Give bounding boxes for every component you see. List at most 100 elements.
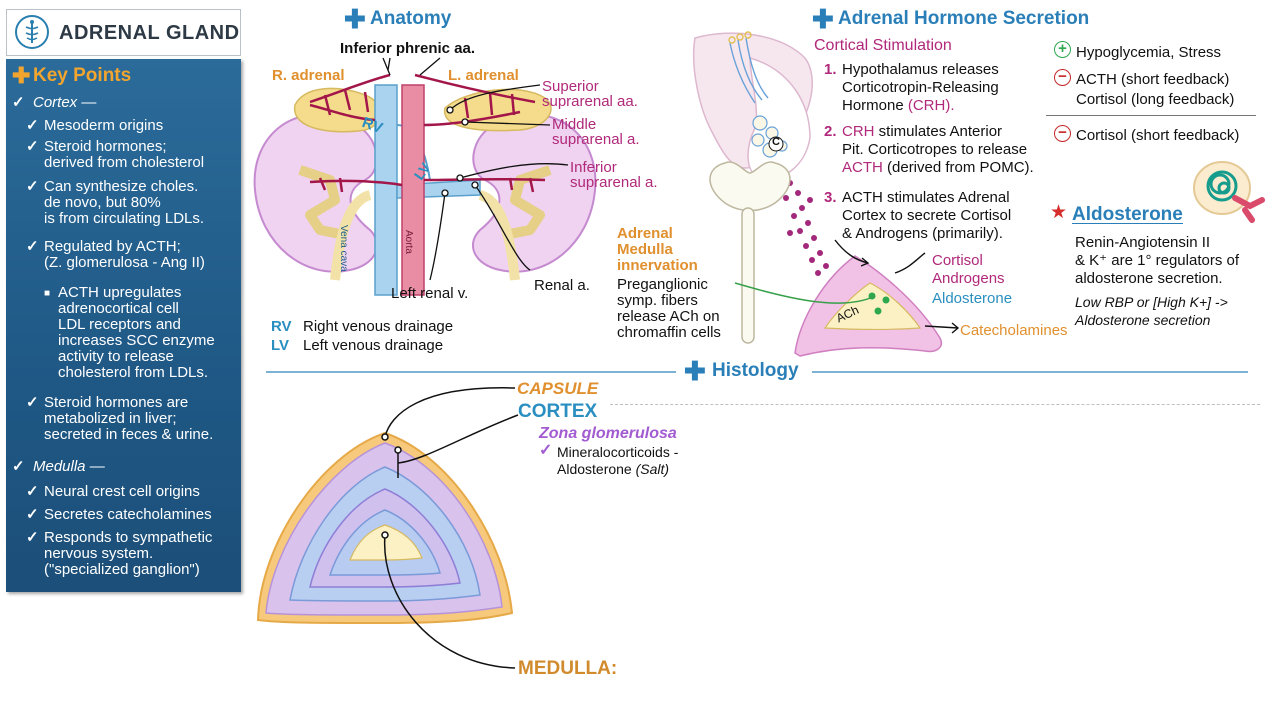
- medulla-item: Secretes catecholamines: [44, 506, 212, 523]
- mineralocorticoids-label: Mineralocorticoids -: [557, 444, 679, 460]
- preganglionic-line: Preganglionic: [617, 276, 708, 293]
- inferior-line: suprarenal a.: [570, 174, 658, 191]
- preganglionic-line: release ACh on: [617, 308, 720, 325]
- histology-header: Histology: [712, 360, 799, 381]
- preganglionic-line: chromaffin cells: [617, 324, 721, 341]
- check-icon: ✓: [26, 394, 39, 411]
- check-icon: ✓: [26, 178, 39, 195]
- cortex-item: metabolized in liver;: [44, 410, 177, 427]
- step3-line: ACTH stimulates Adrenal: [842, 189, 1010, 206]
- step3-line: Cortex to secrete Cortisol: [842, 207, 1012, 224]
- step1-line: Corticotropin-Releasing: [842, 79, 999, 96]
- bullet-icon: ■: [44, 288, 51, 299]
- check-icon: ✓: [26, 529, 39, 546]
- glomerulus-icon: [1193, 161, 1265, 223]
- legend-lv-text: Left venous drainage: [303, 337, 444, 354]
- medulla-label: Medulla —: [33, 458, 105, 475]
- medulla-item: Responds to sympathetic: [44, 529, 213, 546]
- plus-icon: ✚: [12, 63, 31, 88]
- aldosterone-line: Aldosterone secretion: [1075, 312, 1211, 328]
- medulla-item: ("specialized ganglion"): [44, 561, 200, 578]
- legend-rv-text: Right venous drainage: [303, 318, 454, 335]
- step2-line2: Pit. Corticotropes to release: [842, 141, 1028, 158]
- cortical-stimulation-label: Cortical Stimulation: [814, 37, 952, 54]
- step1-crh: (CRH).: [907, 97, 955, 114]
- cortex-item: is from circulating LDLs.: [44, 210, 205, 227]
- cortisol-short-label: Cortisol (short feedback): [1076, 127, 1240, 144]
- vena-cava: [374, 84, 398, 296]
- cortex-item: Can synthesize choles.: [44, 178, 199, 195]
- innervation-line: Medulla: [617, 241, 673, 258]
- capsule-label: CAPSULE: [517, 379, 599, 398]
- c-cell-label: C: [772, 136, 780, 148]
- minus-circle-icon: −: [1054, 69, 1071, 86]
- secretion-header: Adrenal Hormone Secretion: [838, 8, 1090, 29]
- step1-hormone: Hormone: [842, 97, 908, 114]
- hypoglycemia-label: Hypoglycemia, Stress: [1076, 44, 1222, 61]
- check-icon: ✓: [12, 458, 25, 475]
- step2-line1: CRH stimulates Anterior: [842, 123, 1002, 140]
- cortex-label: CORTEX: [518, 401, 598, 422]
- inferior-suprarenal-label: Inferior suprarenal a.: [570, 160, 658, 190]
- acth-sub: LDL receptors and: [58, 316, 181, 333]
- middle-line: Middle: [552, 116, 597, 133]
- output-aldosterone: Aldosterone: [932, 290, 1013, 307]
- cortex-item: Regulated by ACTH;: [44, 238, 181, 255]
- inferior-phrenic-label: Inferior phrenic aa.: [340, 40, 476, 57]
- check-icon: ✓: [539, 442, 553, 459]
- step1-line3: Hormone (CRH).: [842, 97, 955, 114]
- legend-lv-abbr: LV: [271, 337, 290, 354]
- cortisol-long-label: Cortisol (long feedback): [1076, 91, 1235, 108]
- cortex-item: derived from cholesterol: [44, 154, 205, 171]
- key-points-header: Key Points: [33, 65, 132, 86]
- step1-num: 1.: [824, 61, 837, 78]
- acth-feedback-label: ACTH (short feedback): [1076, 71, 1230, 88]
- aldosterone-line: & K⁺ are 1° regulators of: [1075, 252, 1239, 269]
- cortex-item: Mesoderm origins: [44, 117, 164, 134]
- anatomy-diagram: [253, 57, 597, 296]
- histology-diagram: [256, 387, 519, 669]
- cortex-item: Steroid hormones are: [44, 394, 189, 411]
- step2-text: (derived from POMC).: [882, 159, 1034, 176]
- preganglionic-label: Preganglionic symp. fibers release ACh o…: [617, 277, 721, 341]
- legend-rv-abbr: RV: [271, 318, 292, 335]
- output-cortisol: Cortisol: [932, 252, 983, 269]
- medulla-item: nervous system.: [44, 545, 154, 562]
- inferior-line: Inferior: [570, 159, 617, 176]
- cortex-item: de novo, but 80%: [44, 194, 161, 211]
- secretion-diagram: [692, 31, 960, 357]
- acth-sub: activity to release: [58, 348, 174, 365]
- minus-circle-icon: −: [1054, 125, 1071, 142]
- cortex-label: Cortex —: [33, 94, 97, 111]
- zona-glomerulosa-label: Zona glomerulosa: [539, 425, 677, 442]
- histology-rule-left: [266, 371, 676, 373]
- preganglionic-line: symp. fibers: [617, 292, 698, 309]
- innervation-line: Adrenal: [617, 225, 673, 242]
- acth-sub: increases SCC enzyme: [58, 332, 215, 349]
- check-icon: ✓: [26, 138, 39, 155]
- plus-icon: ✚: [344, 4, 366, 34]
- aldosterone-salt-label: Aldosterone (Salt): [557, 461, 669, 478]
- superior-line: Superior: [542, 78, 599, 95]
- acth-sub: cholesterol from LDLs.: [58, 364, 209, 381]
- plus-icon: ✚: [684, 356, 706, 386]
- check-icon: ✓: [26, 483, 39, 500]
- check-icon: ✓: [26, 506, 39, 523]
- middle-suprarenal-label: Middle suprarenal a.: [552, 117, 640, 147]
- star-icon: ★: [1050, 202, 1068, 223]
- page-title: ADRENAL GLAND: [59, 22, 240, 44]
- step2-crh: CRH: [842, 123, 875, 140]
- acth-sub: ACTH upregulates: [58, 284, 182, 301]
- check-icon: ✓: [26, 117, 39, 134]
- plus-circle-icon: +: [1054, 41, 1071, 58]
- catecholamines-label: Catecholamines: [960, 322, 1068, 339]
- step1-line: Hypothalamus releases: [842, 61, 999, 78]
- plus-icon: ✚: [812, 4, 834, 34]
- cortex-item: secreted in feces & urine.: [44, 426, 214, 443]
- title-box: ADRENAL GLAND: [6, 9, 241, 56]
- renal-a-label: Renal a.: [534, 277, 590, 294]
- aldosterone-line: Renin-Angiotensin II: [1075, 234, 1211, 251]
- superior-suprarenal-label: Superior suprarenal aa.: [542, 79, 638, 109]
- step2-text: stimulates Anterior: [874, 123, 1003, 140]
- medulla-label: MEDULLA:: [518, 658, 618, 679]
